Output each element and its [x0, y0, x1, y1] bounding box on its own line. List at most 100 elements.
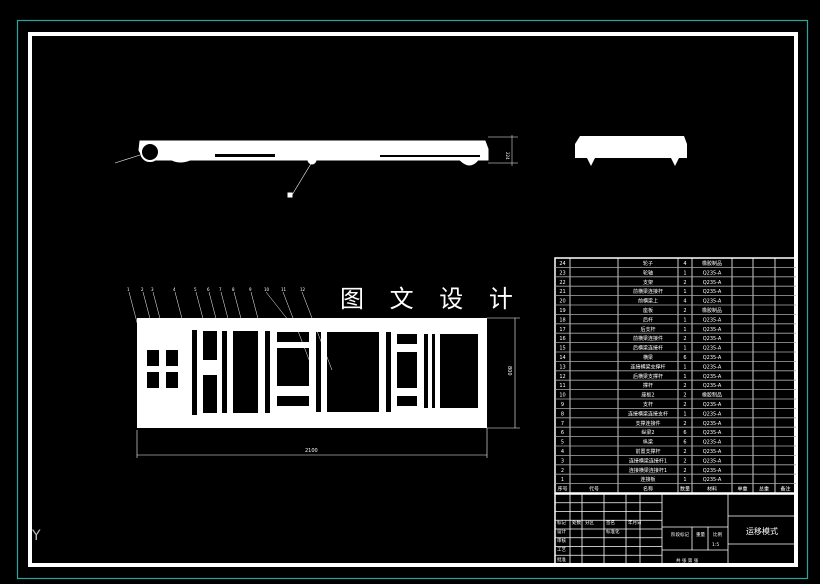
- balloon-leader: [195, 291, 207, 331]
- parts-cell-name: 连接横梁连接杆1: [629, 457, 667, 464]
- parts-cell-qty: 2: [683, 421, 686, 427]
- balloon-label: 7: [219, 287, 222, 292]
- parts-cell-no: 21: [559, 289, 565, 295]
- balloon-label: 4: [173, 287, 176, 292]
- parts-cell-qty: 6: [683, 440, 686, 446]
- parts-cell-name: 后杆: [643, 316, 653, 323]
- balloon-leader: [174, 291, 186, 331]
- title-label: 分区: [585, 519, 594, 526]
- title-block: 标记处数分区签名年月日设计标准化审核工艺批准阶段标记重量比例1:5共 张 第 张…: [554, 493, 797, 565]
- parts-cell-mat: Q235-A: [703, 440, 722, 446]
- parts-cell-no: 18: [559, 317, 565, 323]
- plan-length-dim: 2100: [305, 448, 318, 454]
- title-label: 重量: [696, 531, 705, 538]
- parts-cell-qty: 1: [683, 364, 686, 370]
- balloon-leader: [142, 291, 154, 331]
- parts-cell-no: 12: [559, 374, 565, 380]
- parts-cell-no: 14: [559, 355, 565, 361]
- balloon-label: 5: [194, 287, 197, 292]
- parts-cell-mat: Q235-A: [703, 355, 722, 361]
- parts-cell-no: 4: [561, 449, 564, 455]
- parts-cell-name: 连接横梁支撑杆: [630, 363, 665, 370]
- parts-header: 总重: [759, 486, 769, 493]
- parts-cell-name: 纵梁: [643, 439, 653, 446]
- balloon-label: 12: [300, 287, 306, 292]
- parts-cell-no: 9: [561, 402, 564, 408]
- parts-cell-mat: Q235-A: [703, 477, 722, 483]
- parts-cell-no: 17: [559, 327, 565, 333]
- side-view: [575, 136, 687, 166]
- parts-cell-mat: Q235-A: [703, 449, 722, 455]
- parts-cell-qty: 1: [683, 327, 686, 333]
- title-label: 设计: [557, 528, 566, 535]
- parts-cell-name: 支杆: [643, 401, 653, 408]
- parts-cell-name: 前横梁上: [638, 298, 658, 305]
- balloon-leader: [265, 291, 297, 331]
- balloon-leader: [233, 291, 245, 331]
- parts-cell-no: 1: [561, 477, 564, 483]
- balloon-leader: [301, 291, 333, 371]
- parts-cell-mat: Q235-A: [703, 336, 722, 342]
- parts-cell-qty: 1: [683, 317, 686, 323]
- parts-cell-name: 连接板: [640, 476, 655, 483]
- parts-cell-name: 轮轴: [643, 269, 653, 276]
- title-label: 标记: [557, 519, 566, 526]
- parts-cell-qty: 6: [683, 430, 686, 436]
- parts-cell-mat: Q235-A: [703, 346, 722, 352]
- balloon-label: 1: [127, 287, 130, 292]
- balloon-leader: [128, 291, 140, 331]
- title-label: 审核: [557, 537, 566, 544]
- parts-cell-name: 支架: [643, 279, 653, 286]
- parts-cell-qty: 1: [683, 346, 686, 352]
- parts-cell-qty: 2: [683, 383, 686, 389]
- parts-cell-name: 后横梁连接杆: [633, 345, 663, 352]
- parts-cell-qty: 1: [683, 374, 686, 380]
- parts-cell-no: 10: [559, 393, 565, 399]
- parts-cell-no: 22: [559, 280, 565, 286]
- parts-cell-mat: Q235-A: [703, 383, 722, 389]
- parts-cell-name: 连接横梁连接杆1: [629, 467, 667, 474]
- parts-cell-name: 前横梁连接杆: [633, 288, 663, 295]
- parts-cell-mat: Q235-A: [703, 430, 722, 436]
- balloon-label: 10: [264, 287, 270, 292]
- parts-cell-no: 16: [559, 336, 565, 342]
- balloon-label: 2: [141, 287, 144, 292]
- parts-cell-qty: 2: [683, 458, 686, 464]
- parts-cell-qty: 2: [683, 402, 686, 408]
- parts-cell-mat: Q235-A: [703, 468, 722, 474]
- parts-cell-qty: 2: [683, 308, 686, 314]
- parts-cell-mat: Q235-A: [703, 421, 722, 427]
- title-label: 工艺: [557, 547, 566, 553]
- parts-cell-no: 19: [559, 308, 565, 314]
- parts-cell-qty: 4: [683, 299, 686, 305]
- parts-header: 材料: [707, 486, 717, 493]
- parts-cell-no: 24: [559, 261, 565, 267]
- parts-cell-mat: Q235-A: [703, 411, 722, 417]
- parts-cell-name: 后支杆: [640, 326, 655, 333]
- parts-cell-qty: 1: [683, 270, 686, 276]
- parts-cell-no: 8: [561, 411, 564, 417]
- plan-width-dim: 800: [506, 366, 512, 376]
- parts-header: 数量: [680, 486, 690, 493]
- parts-cell-no: 5: [561, 440, 564, 446]
- balloon-leader: [282, 291, 314, 371]
- parts-cell-qty: 2: [683, 449, 686, 455]
- parts-cell-mat: Q235-A: [703, 280, 722, 286]
- parts-cell-name: 轮子: [643, 260, 653, 267]
- balloon-leader: [250, 291, 262, 331]
- parts-cell-name: 座板: [643, 307, 653, 314]
- parts-cell-name: 座板2: [641, 392, 654, 399]
- title-label: 比例: [713, 531, 722, 538]
- parts-cell-qty: 1: [683, 411, 686, 417]
- parts-cell-mat: Q235-A: [703, 270, 722, 276]
- parts-cell-name: 支撑连接件: [635, 420, 660, 427]
- parts-cell-name: 前横梁连接件: [633, 335, 663, 342]
- balloon-label: 9: [249, 287, 252, 292]
- parts-header: 单重: [737, 486, 747, 493]
- parts-cell-mat: Q235-A: [703, 374, 722, 380]
- balloon-label: 8: [232, 287, 235, 292]
- balloon-leader: [208, 291, 220, 331]
- title-label: 标准化: [606, 528, 620, 535]
- balloon-label: 3: [151, 287, 154, 292]
